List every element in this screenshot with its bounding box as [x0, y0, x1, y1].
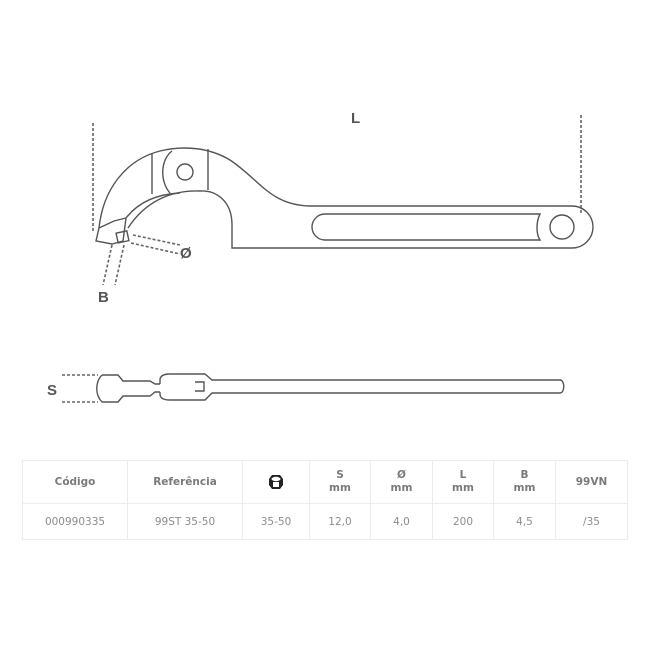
header-b: B mm [493, 460, 556, 504]
cell-diameter: 4,0 [370, 503, 433, 540]
cell-s: 12,0 [309, 503, 371, 540]
dimension-lines [62, 115, 582, 403]
header-99vn: 99VN [555, 460, 628, 504]
header-referencia: Referência [127, 460, 243, 504]
table-header-row: Código Referência S mm Ø mm L mm [22, 460, 628, 504]
spanner-top-view [96, 373, 565, 403]
table-row: 000990335 99ST 35-50 35-50 12,0 4,0 200 … [22, 503, 628, 540]
header-diameter-label: Ø [397, 469, 406, 481]
cell-l: 200 [432, 503, 494, 540]
header-l-label: L [459, 469, 467, 481]
spanner-side-view [95, 147, 594, 249]
header-b-label: B [520, 469, 529, 481]
header-diameter: Ø mm [370, 460, 433, 504]
dimension-label-s: S [47, 382, 57, 399]
header-diameter-unit: mm [390, 482, 413, 494]
header-nut-size [242, 460, 310, 504]
header-s-unit: mm [329, 482, 351, 494]
hex-nut-icon [269, 475, 283, 489]
cell-codigo: 000990335 [22, 503, 128, 540]
header-l: L mm [432, 460, 494, 504]
cell-referencia: 99ST 35-50 [127, 503, 243, 540]
header-b-unit: mm [513, 482, 536, 494]
cell-b: 4,5 [493, 503, 556, 540]
hook-spanner-drawing: L Ø B S [47, 110, 594, 403]
header-s-label: S [336, 469, 344, 481]
dimension-label-l: L [351, 110, 360, 127]
specifications-table: Código Referência S mm Ø mm L mm [22, 460, 628, 540]
cell-99vn: /35 [555, 503, 628, 540]
dimension-label-b: B [98, 289, 109, 306]
header-codigo: Código [22, 460, 128, 504]
header-s: S mm [309, 460, 371, 504]
cell-range: 35-50 [242, 503, 310, 540]
header-l-unit: mm [452, 482, 474, 494]
dimension-label-diameter: Ø [180, 245, 192, 262]
